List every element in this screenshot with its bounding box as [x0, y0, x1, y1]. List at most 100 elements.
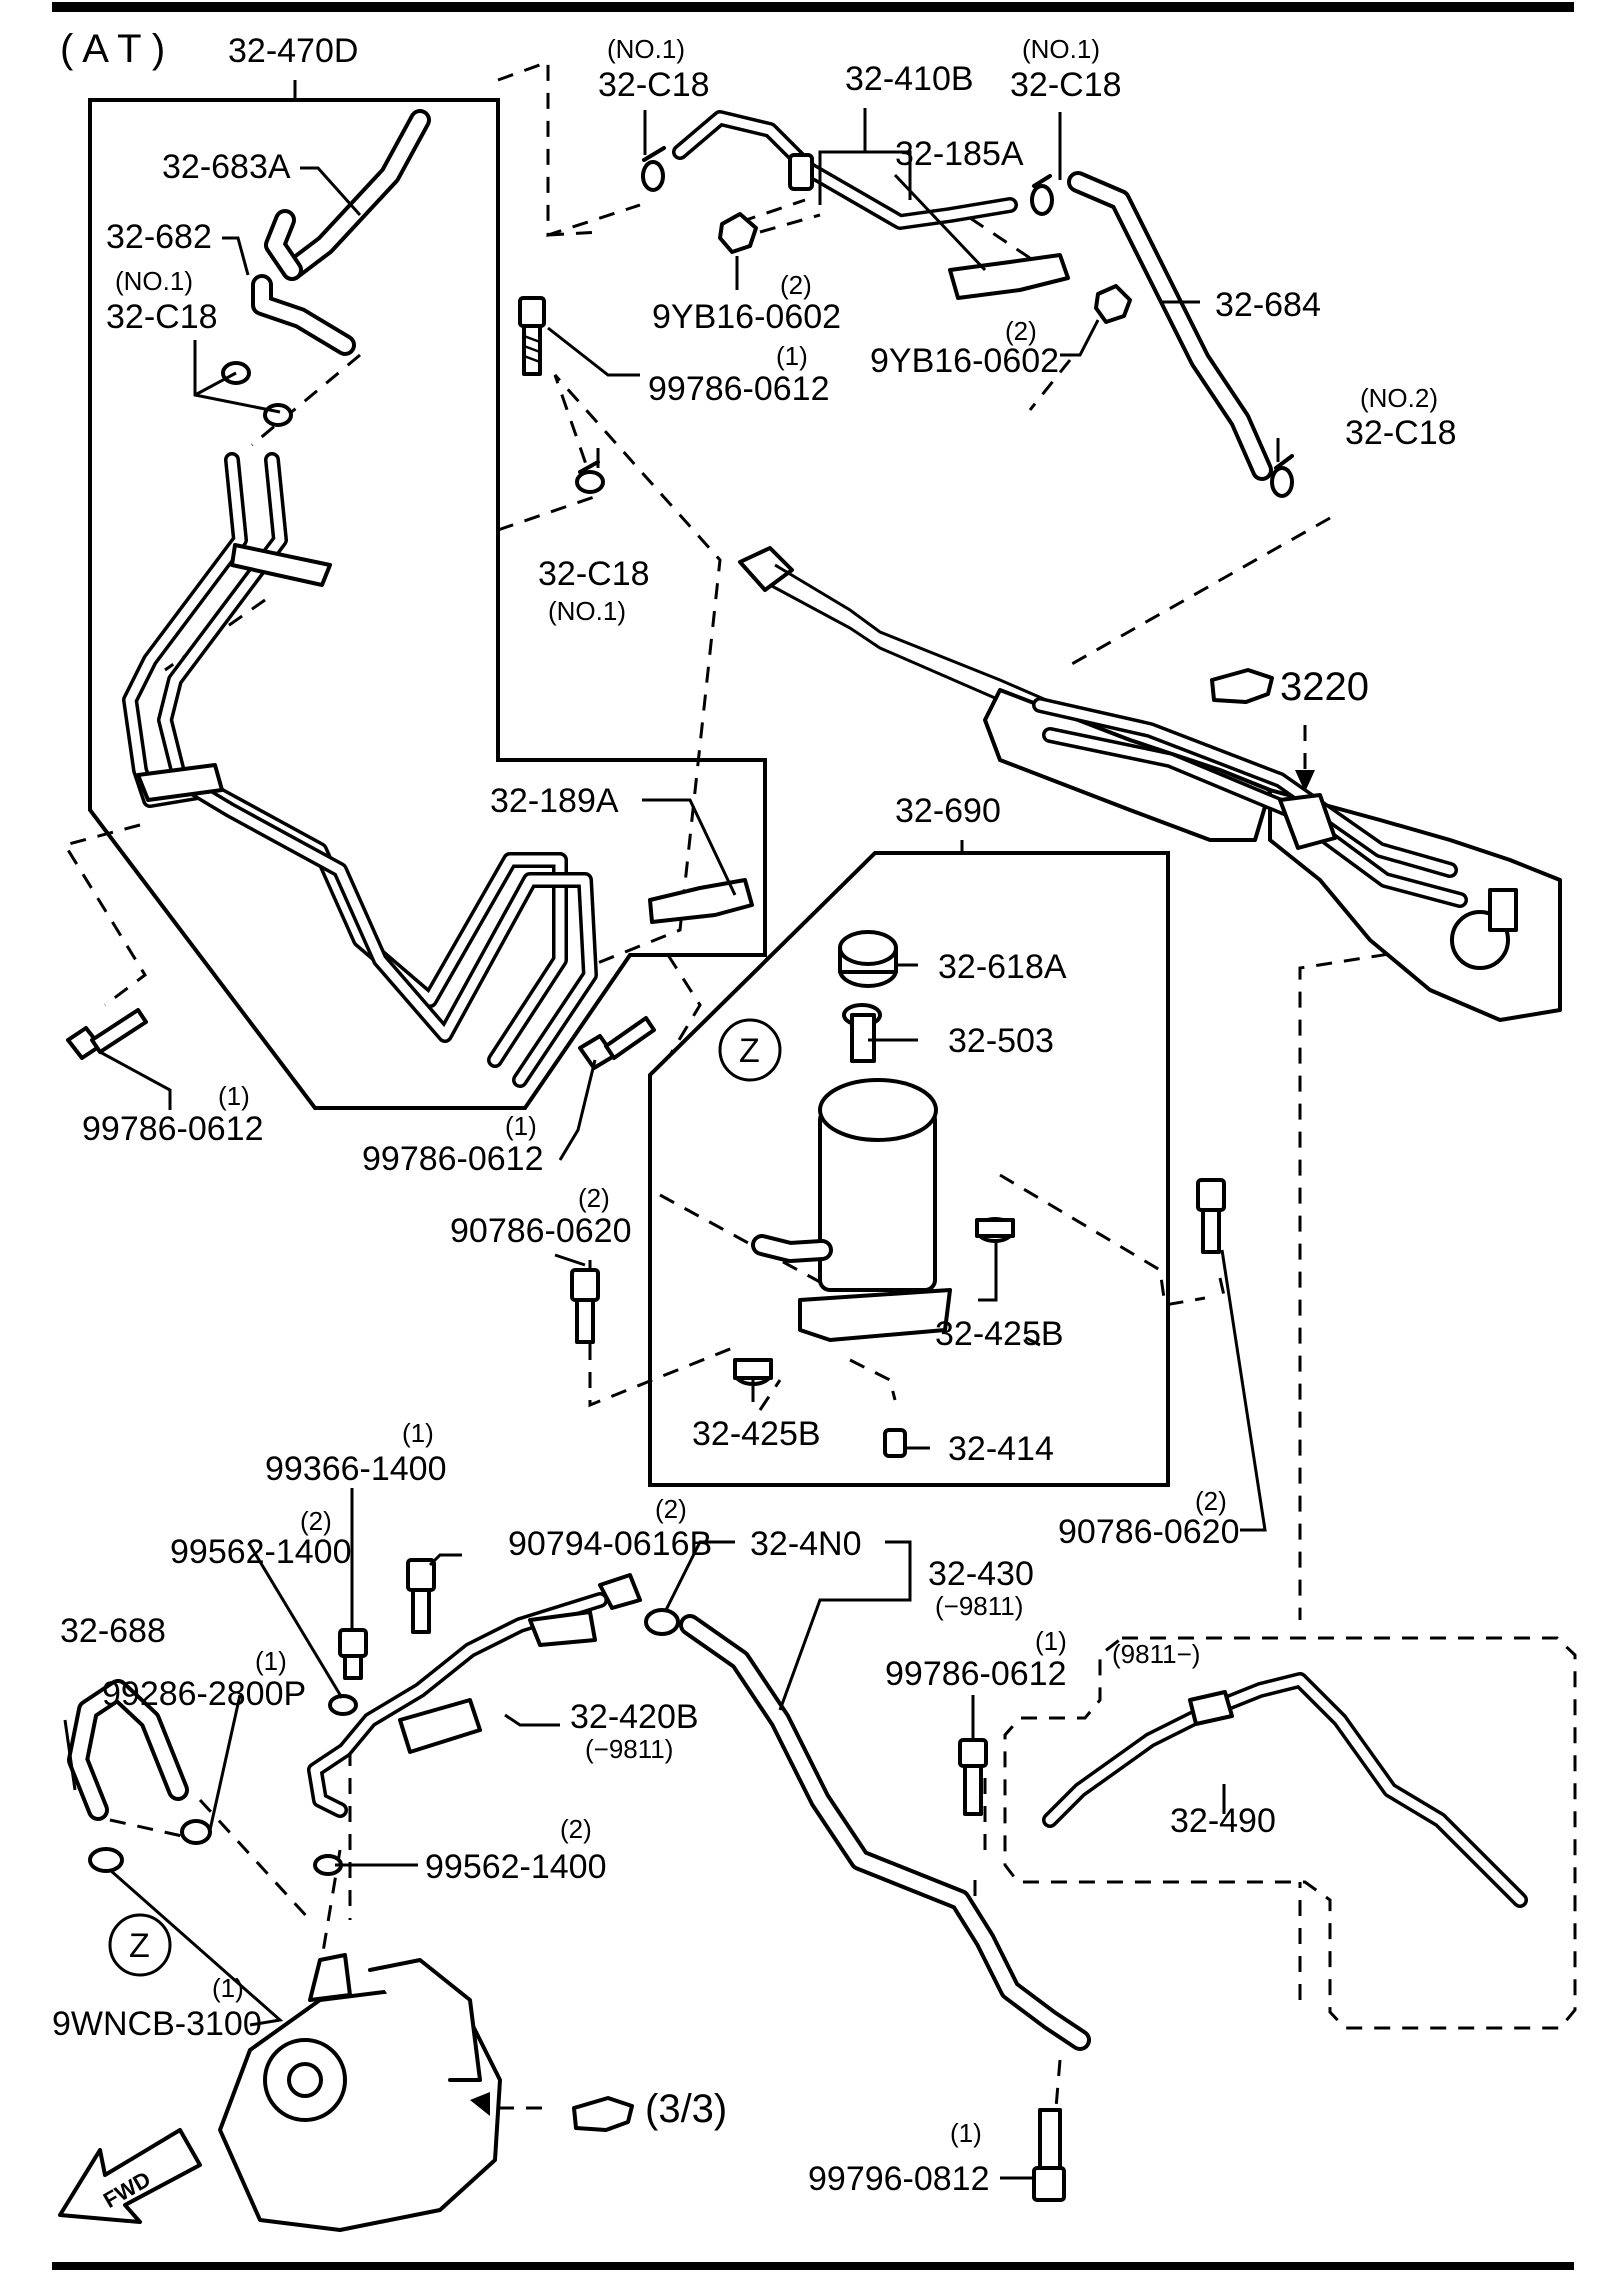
bolt-90786-0620-left	[570, 1268, 600, 1344]
label-99562-1400-a-qty: (2)	[300, 1506, 332, 1536]
reservoir-32-690	[733, 930, 1015, 1458]
zone-label-z-bottom: Z	[129, 1927, 150, 1965]
pipe-32-490	[1042, 1672, 1528, 1908]
label-90786-0620-left-qty: (2)	[578, 1183, 610, 1213]
hose-32-684	[1067, 171, 1273, 481]
hose-32-683A	[264, 109, 431, 281]
pipe-32-420B	[307, 1573, 642, 1818]
label-99562-1400-b-qty: (2)	[560, 1814, 592, 1844]
title-label: ( A T )	[60, 27, 165, 71]
label-99562-1400-b: 99562-1400	[425, 1848, 607, 1886]
clamp-32-C18-left	[221, 361, 293, 427]
clamp-32-C18-top-right	[1030, 174, 1054, 216]
label-32-683A: 32-683A	[162, 148, 291, 186]
label-32-684: 32-684	[1215, 286, 1321, 324]
clamp-32-C18-no2	[1270, 454, 1294, 498]
bolt-99786-0612-bottom	[958, 1738, 988, 1816]
hose-32-688	[67, 1679, 189, 1821]
label-32-4N0: 32-4N0	[750, 1525, 862, 1563]
label-32-490: 32-490	[1170, 1802, 1276, 1840]
bolt-99796-0812	[1032, 2108, 1066, 2202]
frame-32-690	[648, 851, 1170, 1487]
label-32-C18-top-no: (NO.1)	[607, 34, 685, 64]
label-99786-0612-top: 99786-0612	[648, 370, 830, 408]
label-32-C18-no2: 32-C18	[1345, 414, 1457, 452]
label-99562-1400-a: 99562-1400	[170, 1533, 352, 1571]
label-32-618A: 32-618A	[938, 948, 1067, 986]
pipe-32-410B	[672, 110, 1018, 230]
nut-9YB16-0602-a	[718, 212, 758, 254]
clamp-32-C18-top	[641, 146, 666, 192]
label-9YB16-0602-b-qty: (2)	[1005, 316, 1037, 346]
label-32-688: 32-688	[60, 1612, 166, 1650]
bottom-rule	[52, 2262, 1574, 2270]
frame-32-470D	[88, 98, 767, 1110]
label-9811: (9811−)	[1112, 1639, 1200, 1669]
bracket-32-185A	[948, 253, 1070, 300]
bolt-99786-0612-top	[518, 296, 546, 376]
clamp-9WNCB-3100	[88, 1847, 124, 1873]
bolt-99786-0612-mid	[578, 1016, 656, 1070]
washer-99562-1400-a	[328, 1694, 358, 1716]
zone-circle-z-bottom	[108, 1913, 172, 1977]
label-32-C18-left: 32-C18	[106, 298, 218, 336]
bracket-32-189A	[648, 878, 754, 924]
label-99286-2800P-qty: (1)	[255, 1646, 287, 1676]
bolt-99366-1400	[338, 1628, 368, 1680]
hand-icon-page	[572, 2096, 634, 2132]
arrow-head-to-pump	[470, 2092, 490, 2116]
label-32-410B: 32-410B	[845, 60, 974, 98]
label-90794-0616B-qty: (2)	[655, 1494, 687, 1524]
label-99366-1400: 99366-1400	[265, 1450, 447, 1488]
label-32-430-note: (−9811)	[935, 1591, 1023, 1621]
zone-label-z: Z	[739, 1032, 760, 1070]
label-32-420B: 32-420B	[570, 1698, 699, 1736]
label-32-185A: 32-185A	[895, 135, 1024, 173]
steering-gear-3220	[738, 546, 1562, 1022]
label-9YB16-0602-a: 9YB16-0602	[652, 298, 841, 336]
label-32-189A: 32-189A	[490, 782, 619, 820]
label-32-503: 32-503	[948, 1022, 1054, 1060]
hose-32-430	[644, 1608, 1091, 2051]
top-rule	[52, 2, 1574, 12]
leader-lines	[63, 80, 1280, 2180]
label-32-C18-left-no: (NO.1)	[115, 266, 193, 296]
hand-icon-3220	[1210, 668, 1274, 704]
label-99796-0812: 99796-0812	[808, 2160, 990, 2198]
label-32-C18-mid: 32-C18	[538, 555, 650, 593]
label-32-682: 32-682	[106, 218, 212, 256]
label-90786-0620-left: 90786-0620	[450, 1212, 632, 1250]
fwd-arrow	[58, 2128, 202, 2224]
power-steering-pump	[218, 1953, 502, 2232]
zone-circle-z	[718, 1018, 782, 1082]
label-32-C18-no2-no: (NO.2)	[1360, 383, 1438, 413]
label-9WNCB-3100: 9WNCB-3100	[52, 2005, 262, 2043]
label-32-C18-top: 32-C18	[598, 66, 710, 104]
label-page-ref: (3/3)	[645, 2087, 727, 2131]
label-90786-0620-right-qty: (2)	[1195, 1486, 1227, 1516]
label-99786-0612-left-qty: (1)	[218, 1081, 250, 1111]
frame-9811-pipe	[1003, 1636, 1577, 2030]
label-90794-0616B: 90794-0616B	[508, 1525, 712, 1563]
label-9YB16-0602-b: 9YB16-0602	[870, 342, 1059, 380]
label-99786-0612-top-qty: (1)	[776, 341, 808, 371]
label-99286-2800P: 99286-2800P	[102, 1675, 306, 1713]
label-32-C18-tr-no: (NO.1)	[1022, 34, 1100, 64]
label-32-425B-right: 32-425B	[935, 1315, 1064, 1353]
label-3220: 3220	[1280, 665, 1369, 709]
label-99786-0612-mid-qty: (1)	[505, 1111, 537, 1141]
hose-32-682	[251, 274, 356, 356]
label-99786-0612-left: 99786-0612	[82, 1110, 264, 1148]
clamp-99286-2800P	[180, 1819, 212, 1845]
label-32-425B-left: 32-425B	[692, 1415, 821, 1453]
label-90786-0620-right: 90786-0620	[1058, 1513, 1240, 1551]
nut-9YB16-0602-b	[1094, 284, 1132, 324]
label-32-414: 32-414	[948, 1430, 1054, 1468]
label-32-420B-note: (−9811)	[585, 1734, 673, 1764]
bolt-99786-0612-left	[66, 1008, 148, 1060]
label-99796-0812-qty: (1)	[950, 2118, 982, 2148]
arrow-head-to-gear	[1295, 770, 1315, 792]
label-32-690: 32-690	[895, 792, 1001, 830]
label-99366-1400-qty: (1)	[402, 1418, 434, 1448]
